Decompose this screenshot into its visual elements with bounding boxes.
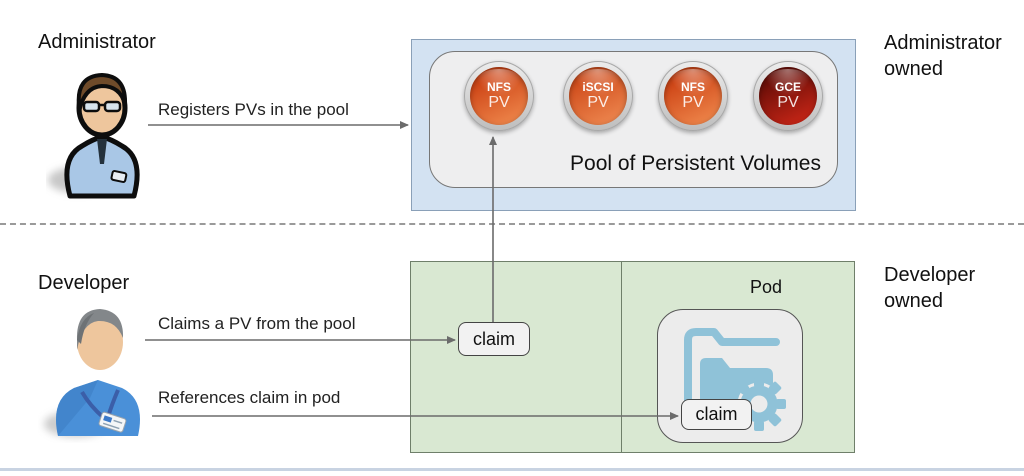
developer-owned-zone-left <box>410 261 622 453</box>
pv-sub: PV <box>587 94 609 111</box>
pool-title: Pool of Persistent Volumes <box>570 152 821 175</box>
pv-circle-1: iSCSI PV <box>563 61 633 131</box>
register-arrow-label: Registers PVs in the pool <box>158 100 349 119</box>
pv-name: GCE <box>774 80 801 94</box>
administrator-owned-label: Administrator owned <box>884 32 1002 80</box>
pod-claim-box: claim <box>681 399 752 430</box>
pv-sub: PV <box>682 94 704 111</box>
pod-label: Pod <box>750 277 783 297</box>
pv-iscsi: iSCSI PV <box>569 67 627 125</box>
pv-nfs-1: NFS PV <box>470 67 528 125</box>
pv-name: NFS <box>487 80 511 94</box>
pv-circle-0: NFS PV <box>464 61 534 131</box>
pv-name: iSCSI <box>582 80 614 94</box>
administrator-person-icon <box>48 73 140 199</box>
pv-gce: GCE PV <box>759 67 817 125</box>
pv-sub: PV <box>488 94 510 111</box>
pv-sub: PV <box>777 94 799 111</box>
claims-arrow-label: Claims a PV from the pool <box>158 314 356 333</box>
claim-box: claim <box>458 322 530 356</box>
administrator-label: Administrator <box>38 31 156 53</box>
pv-nfs-2: NFS PV <box>664 67 722 125</box>
references-arrow-label: References claim in pod <box>158 388 341 407</box>
pv-circle-2: NFS PV <box>658 61 728 131</box>
pv-circle-3: GCE PV <box>753 61 823 131</box>
glasses-icon <box>82 100 122 113</box>
developer-person-icon <box>44 309 140 437</box>
pv-name: NFS <box>681 80 705 94</box>
bottom-edge-strip <box>0 468 1024 471</box>
ownership-separator-dashed-line <box>0 223 1024 225</box>
developer-owned-label: Developer owned <box>884 264 976 312</box>
developer-label: Developer <box>38 272 130 294</box>
lanyard-icon <box>80 389 127 433</box>
